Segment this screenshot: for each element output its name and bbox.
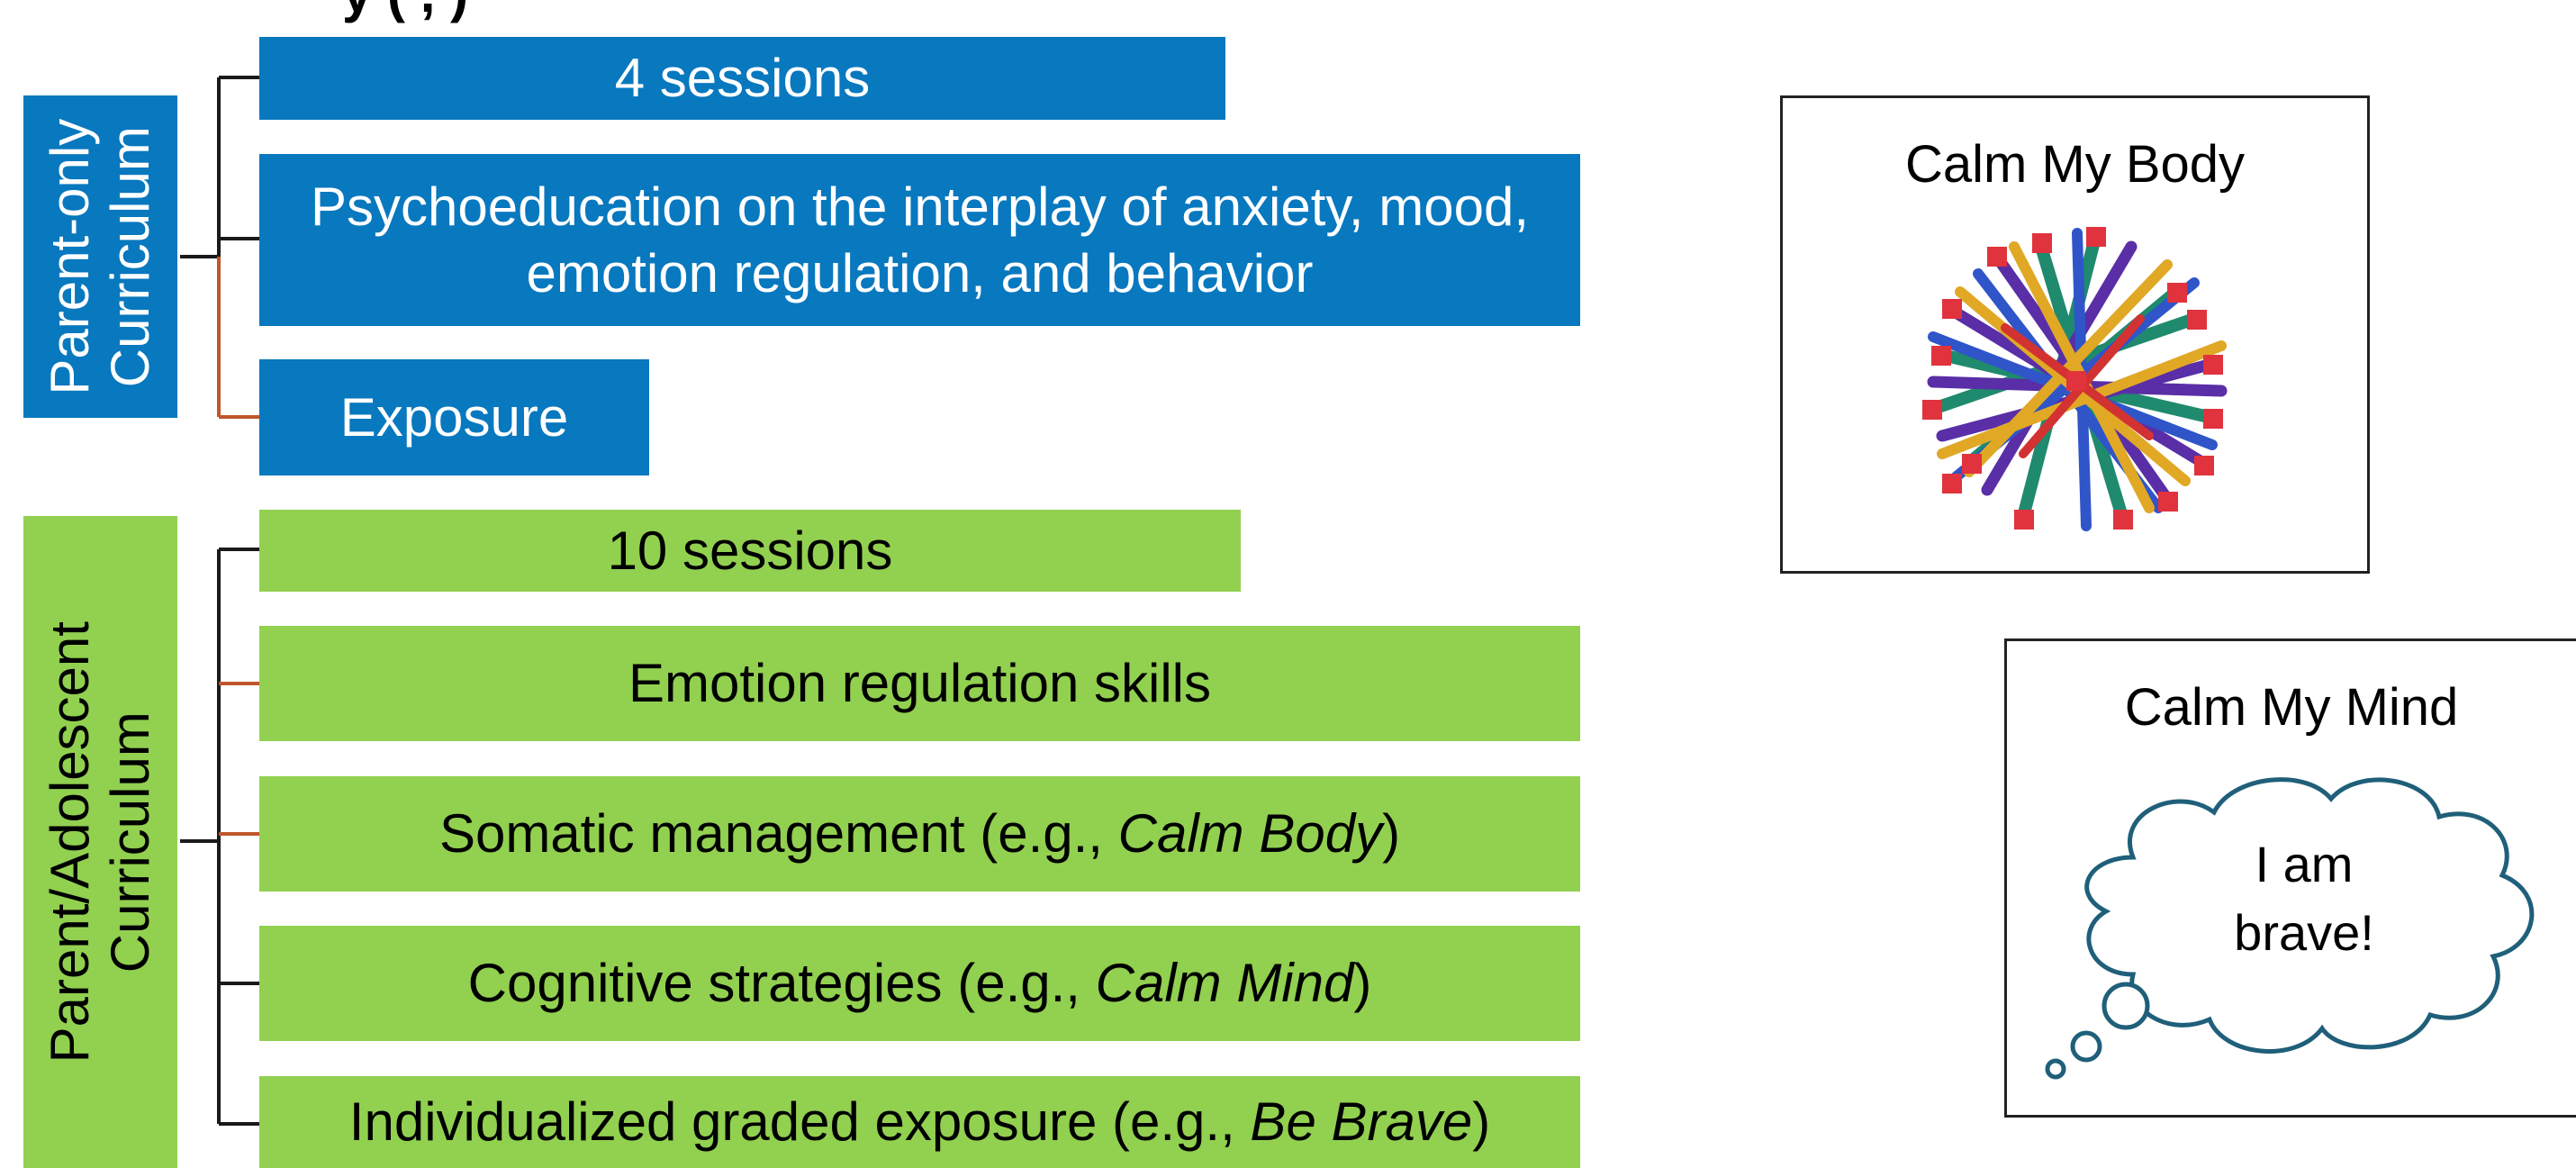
somatic-italic: Calm Body [1117,803,1383,865]
thought-bubble-text: I am brave! [2169,830,2439,966]
somatic-prefix: Somatic management (e.g., [438,803,1118,865]
graded-exposure-box: Individualized graded exposure (e.g., Be… [259,1076,1580,1168]
hoberman-sphere-icon [1922,227,2228,531]
graded-exposure-prefix: Individualized graded exposure (e.g., [348,1091,1251,1153]
somatic-suffix: ) [1382,803,1401,865]
cognitive-strategies-box: Cognitive strategies (e.g., Calm Mind) [259,926,1580,1041]
parent-adolescent-sessions-text: 10 sessions [607,520,893,581]
exposure-text: Exposure [339,386,569,448]
exposure-box: Exposure [259,359,649,475]
cognitive-strategies-text: Cognitive strategies (e.g., Calm Mind) [468,950,1372,1016]
parent-only-curriculum-label: Parent-only Curriculum [23,95,177,418]
graded-exposure-suffix: ) [1472,1091,1491,1153]
parent-only-sessions-box: 4 sessions [259,37,1225,120]
psychoeducation-line1: Psychoeducation on the interplay of anxi… [310,177,1530,238]
parent-only-label-line2: Curriculum [100,125,161,388]
graded-exposure-text: Individualized graded exposure (e.g., Be… [349,1089,1490,1154]
somatic-management-box: Somatic management (e.g., Calm Body) [259,776,1580,892]
cognitive-italic: Calm Mind [1095,953,1354,1014]
parent-only-label-line1: Parent-only [40,118,101,395]
cognitive-suffix: ) [1353,953,1372,1014]
calm-body-panel: Calm My Body [1780,95,2370,574]
parent-only-sessions-text: 4 sessions [614,48,871,109]
parent-adolescent-curriculum-label: Parent/Adolescent Curriculum [23,516,177,1168]
psychoeducation-line2: emotion regulation, and behavior [526,242,1314,303]
psychoeducation-box: Psychoeducation on the interplay of anxi… [259,154,1580,326]
graded-exposure-italic: Be Brave [1250,1091,1473,1153]
parent-adolescent-sessions-box: 10 sessions [259,510,1241,592]
parent-adolescent-label-line2: Curriculum [100,711,161,973]
emotion-regulation-text: Emotion regulation skills [628,653,1211,714]
parent-adolescent-label-line1: Parent/Adolescent [40,620,101,1064]
calm-mind-panel: Calm My Mind I am brave! [2004,638,2576,1118]
calm-mind-title: Calm My Mind [2124,678,2459,737]
somatic-management-text: Somatic management (e.g., Calm Body) [439,801,1400,866]
thought-cloud-icon [2045,777,2535,1080]
emotion-regulation-box: Emotion regulation skills [259,626,1580,741]
slide-title-fragment: y ( , ) [342,0,468,24]
cognitive-prefix: Cognitive strategies (e.g., [467,953,1096,1014]
thought-line2: brave! [2234,903,2374,961]
thought-line1: I am [2255,836,2354,892]
calm-body-title: Calm My Body [1904,135,2246,194]
